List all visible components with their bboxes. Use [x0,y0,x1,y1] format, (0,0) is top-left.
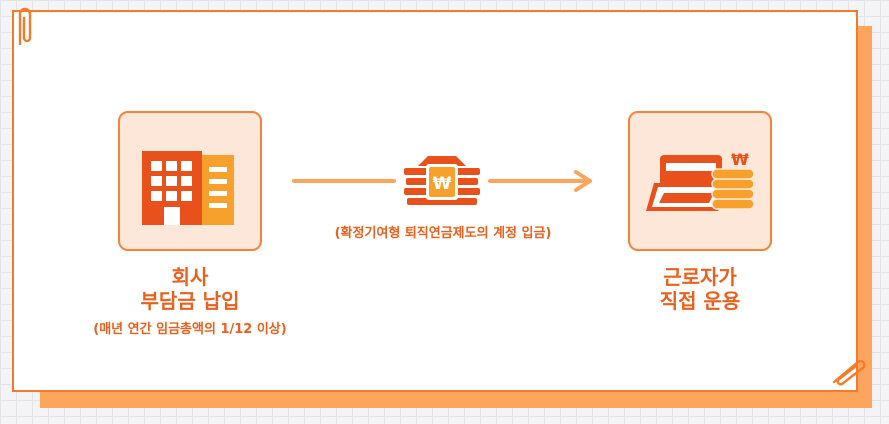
money-stack-icon: ₩ [404,156,480,205]
worker-subtitle: 직접 운용 [659,289,741,313]
worker-title: 근로자가 [663,265,737,289]
company-icon-box [118,111,262,251]
worker-icon-box: ₩ [628,111,772,251]
company-subtitle: 부담금 납입 [140,289,240,313]
building-icon [142,151,234,225]
company-note: (매년 연간 임금총액의 1/12 이상) [93,322,287,337]
card-and-coins-icon: ₩ [646,150,755,211]
company-title: 회사 [171,265,209,289]
paperclip-icon [18,7,32,46]
flow-caption: (확정기여형 퇴직연금제도의 계정 입금) [334,226,552,241]
paperclip-icon [832,359,866,386]
flow-arrow [292,170,592,192]
won-symbol: ₩ [433,174,452,194]
won-symbol: ₩ [731,150,749,169]
